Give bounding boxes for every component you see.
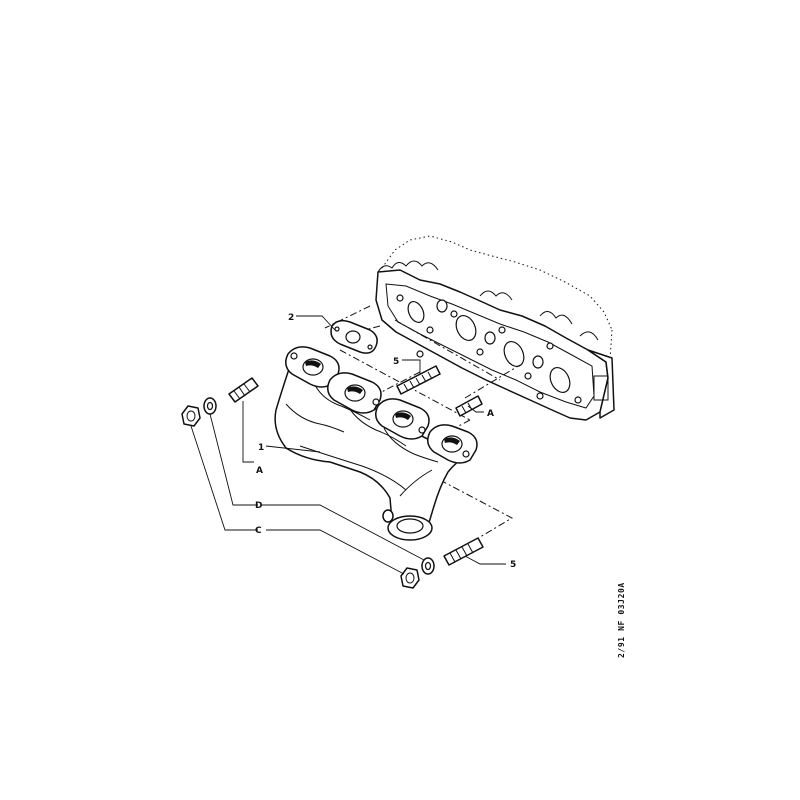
leader-lines	[190, 315, 506, 575]
callout-labels: 1 2 5 5 A A D C	[255, 313, 516, 570]
callout-stud-right: A	[487, 409, 494, 419]
callout-washer: D	[255, 501, 262, 511]
cylinder-head	[375, 235, 615, 421]
washer-lower	[421, 557, 435, 575]
washer-upper	[203, 397, 217, 415]
callout-stud-lower: 5	[510, 560, 516, 570]
stud-upper	[396, 365, 441, 395]
stud-right	[455, 395, 483, 417]
nut-lower	[400, 567, 420, 589]
callout-nut: C	[255, 526, 262, 536]
exhaust-manifold	[274, 346, 478, 541]
callout-manifold: 1	[258, 443, 264, 453]
reference-code: 2/91 NF 03J20A	[617, 582, 626, 658]
callout-gasket: 2	[288, 313, 294, 323]
gasket	[330, 319, 378, 354]
callout-stud-left: A	[256, 466, 263, 476]
stud-left	[228, 377, 259, 403]
nut-upper	[181, 405, 201, 427]
stud-lower	[443, 537, 484, 566]
callout-stud-upper: 5	[393, 357, 399, 367]
